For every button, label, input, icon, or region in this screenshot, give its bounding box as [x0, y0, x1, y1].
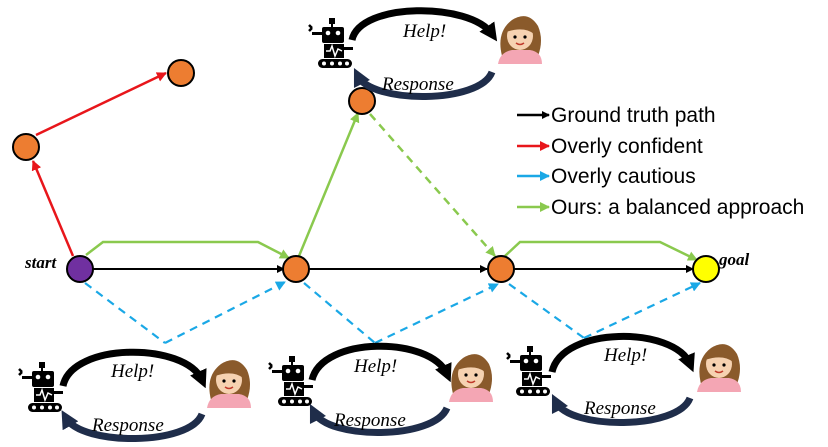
balanced-approach-path: [85, 112, 698, 262]
edge-cautious-1b: [164, 281, 286, 344]
response-text: Response: [381, 74, 454, 95]
edge-ours-3: [369, 113, 496, 257]
help-arrow: [548, 332, 695, 374]
confident-node-2: [167, 59, 195, 87]
legend-label-ground-truth: Ground truth path: [551, 104, 716, 127]
start-node: [66, 255, 94, 283]
help-text: Help!: [110, 361, 154, 382]
person-icon: [696, 343, 742, 393]
legend-label-cautious: Overly cautious: [551, 165, 696, 188]
edge-ours-4: [504, 240, 698, 262]
response-text: Response: [333, 410, 406, 431]
response-text: Response: [583, 398, 656, 419]
robot-icon: [307, 16, 355, 70]
help-loop-bottom-3: Help! Response: [505, 332, 742, 426]
help-text: Help!: [353, 356, 397, 377]
edge-confident-2: [35, 71, 167, 137]
edge-cautious-1a: [84, 282, 166, 344]
waypoint-node-1: [282, 255, 310, 283]
help-arrow: [348, 7, 498, 42]
robot-icon: [17, 360, 65, 414]
help-arrow: [308, 342, 452, 383]
edge-ours-2: [297, 112, 360, 257]
goal-node: [692, 255, 720, 283]
goal-label: goal: [718, 250, 750, 269]
help-loop-bottom-1: Help! Response: [17, 348, 252, 442]
legend-label-confident: Overly confident: [551, 135, 703, 158]
legend-label-balanced: Ours: a balanced approach: [551, 196, 804, 219]
nodes: [12, 59, 720, 283]
edge-ours-1: [85, 240, 290, 260]
edge-cautious-2b: [374, 283, 499, 344]
response-arrow: [353, 67, 496, 100]
edge-confident-1: [31, 160, 75, 257]
person-icon: [448, 353, 494, 403]
overly-confident-path: [31, 71, 167, 257]
response-arrow: [551, 393, 694, 426]
legend: Ground truth path Overly confident Overl…: [517, 104, 804, 219]
waypoint-node-2: [487, 255, 515, 283]
help-text: Help!: [402, 21, 446, 42]
edge-cautious-3b: [583, 282, 701, 339]
robot-icon: [267, 354, 315, 408]
confident-node-1: [12, 133, 40, 161]
help-loop-bottom-2: Help! Response: [267, 342, 494, 436]
start-label: start: [24, 253, 57, 272]
edge-cautious-2a: [303, 282, 376, 344]
person-icon: [206, 359, 252, 409]
overly-cautious-path: [84, 281, 701, 344]
response-arrow: [61, 410, 206, 442]
help-text: Help!: [603, 345, 647, 366]
help-arrow: [59, 348, 207, 389]
person-icon: [497, 15, 543, 65]
response-text: Response: [91, 415, 164, 436]
response-arrow: [309, 403, 451, 436]
edge-cautious-3a: [508, 283, 585, 339]
robot-icon: [505, 344, 553, 398]
help-loop-top: Help! Response: [307, 7, 543, 100]
balanced-query-node: [348, 87, 376, 115]
